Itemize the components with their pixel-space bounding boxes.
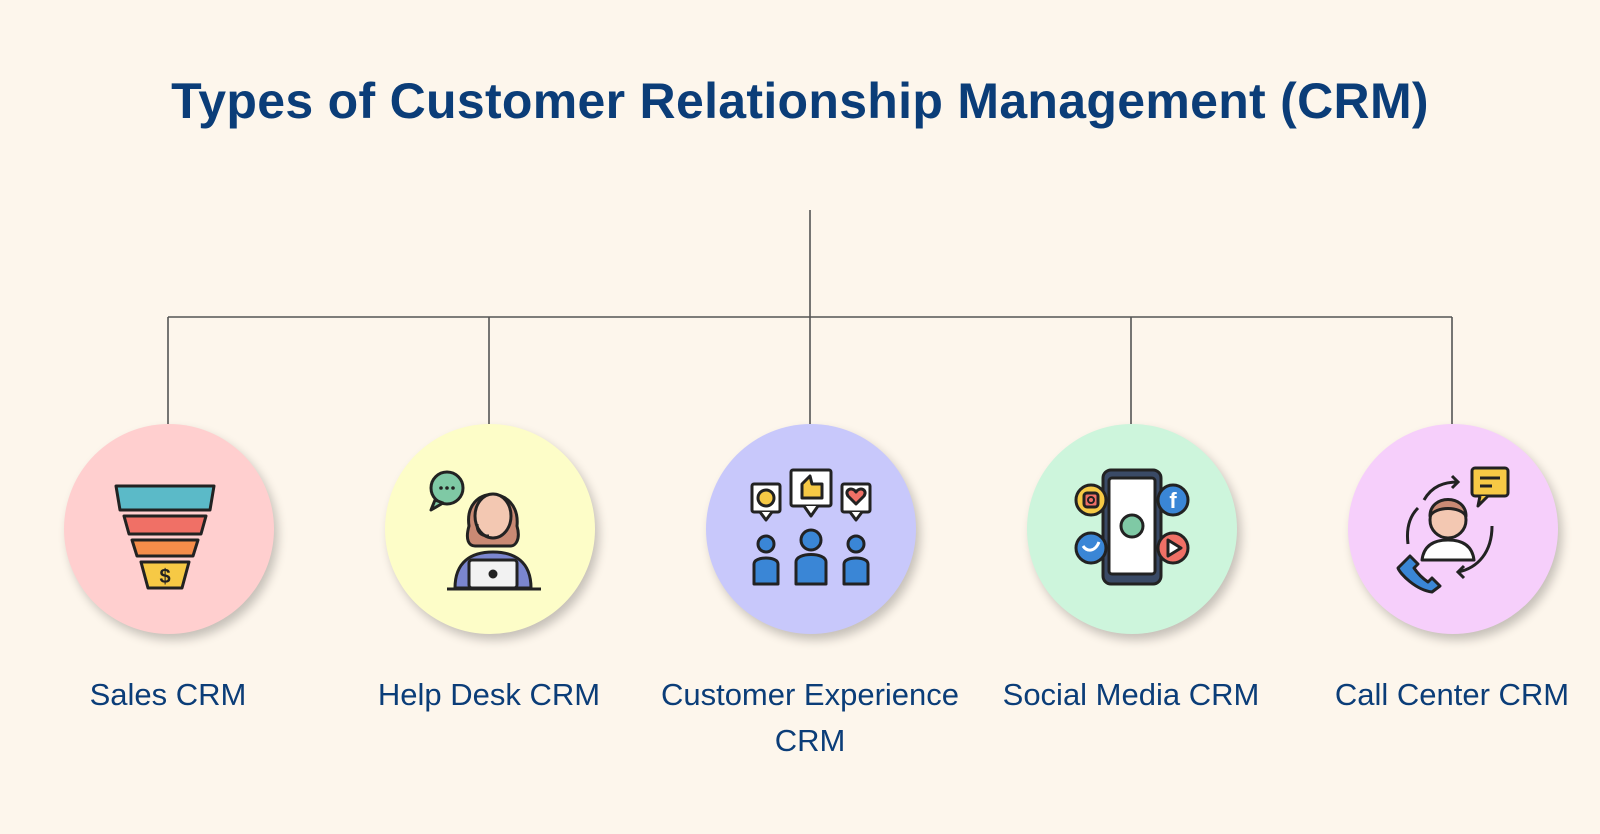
node-circle <box>1348 424 1558 634</box>
social-media-phone-icon: f <box>1074 468 1190 586</box>
svg-text:f: f <box>1169 488 1177 513</box>
sales-funnel-icon: $ <box>114 484 216 590</box>
node-circle <box>706 424 916 634</box>
support-agent-icon <box>429 470 541 591</box>
call-center-agent-icon <box>1396 466 1510 594</box>
page-title: Types of Customer Relationship Managemen… <box>171 73 1429 129</box>
node-circle: f <box>1027 424 1237 634</box>
node-circle: $ <box>64 424 274 634</box>
node-label: Call Center CRM <box>1334 677 1570 712</box>
node-circle <box>385 424 595 634</box>
customer-feedback-icon <box>750 468 872 586</box>
node-label: Customer Experience CRM <box>660 677 960 758</box>
node-label: Sales CRM <box>89 677 247 712</box>
node-label: Social Media CRM <box>1002 677 1260 712</box>
svg-text:$: $ <box>159 566 170 588</box>
node-label: Help Desk CRM <box>377 677 601 712</box>
